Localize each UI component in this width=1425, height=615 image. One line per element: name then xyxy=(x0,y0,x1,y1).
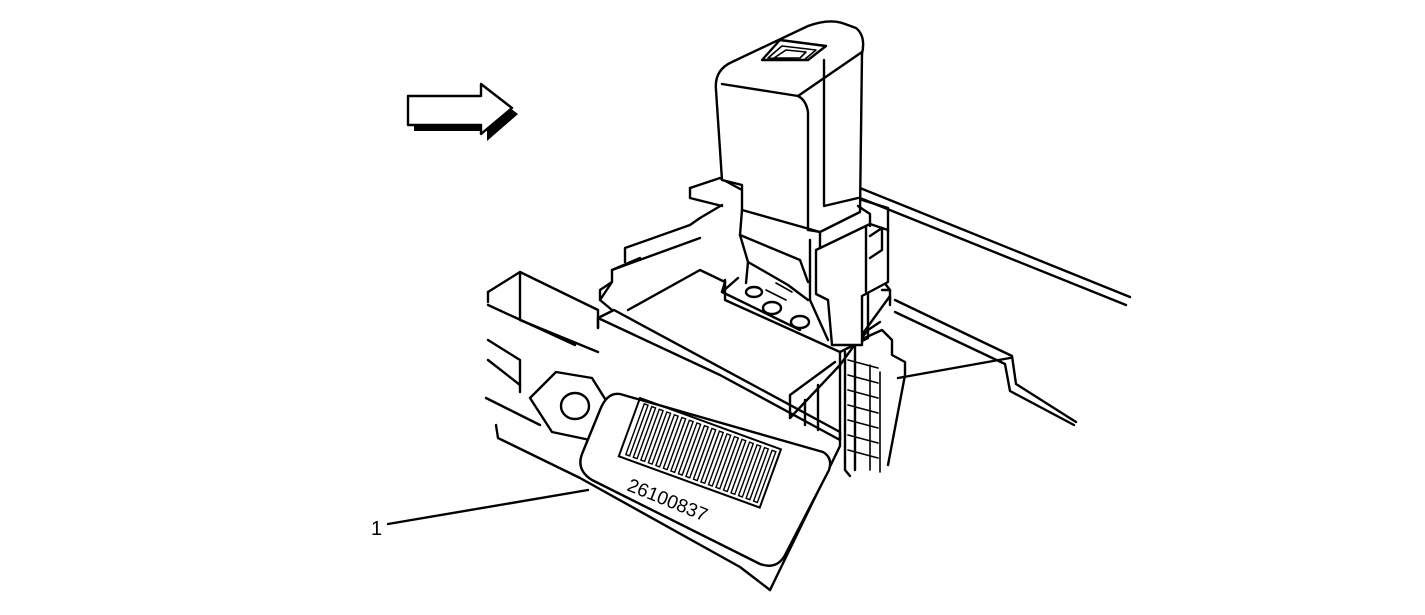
electrical-connector xyxy=(843,320,1012,478)
barcode-bar xyxy=(700,430,725,485)
barcode-bar xyxy=(647,411,672,466)
barcode-bar xyxy=(730,441,755,496)
barcode-bar xyxy=(745,446,770,501)
shift-lever xyxy=(714,20,865,342)
lever-bracket xyxy=(814,198,890,347)
barcode-bar xyxy=(670,419,695,474)
barcode-bar xyxy=(685,424,710,479)
barcode-bar xyxy=(715,435,740,490)
barcode-bar xyxy=(624,402,649,457)
barcode-bar xyxy=(692,427,717,482)
barcode-bars xyxy=(617,396,783,509)
barcode-bar xyxy=(722,438,747,493)
barcode-bar xyxy=(654,413,679,468)
callout-1: 1 xyxy=(371,488,590,540)
right-arrow-icon xyxy=(406,82,518,141)
barcode-bar xyxy=(662,416,687,471)
support-rail xyxy=(858,186,1132,427)
callout-label: 1 xyxy=(371,518,382,540)
shifter-mechanism xyxy=(720,260,811,332)
barcode-bar xyxy=(752,449,777,504)
barcode-label: 26100837 xyxy=(579,392,832,567)
barcode-bar xyxy=(632,405,657,460)
barcode-bar xyxy=(737,443,762,498)
barcode-bar xyxy=(639,408,664,463)
barcode-bar xyxy=(677,422,702,476)
barcode-bar xyxy=(707,433,732,487)
